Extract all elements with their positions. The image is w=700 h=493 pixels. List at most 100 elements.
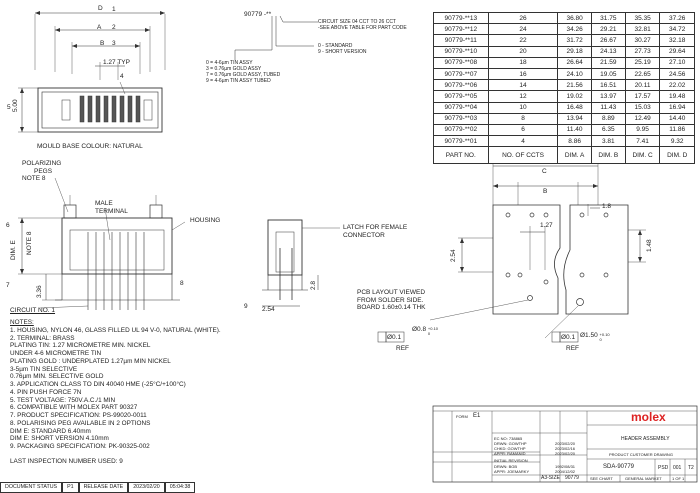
release-date-value: 2023/02/20 xyxy=(128,482,165,493)
note-line: LAST INSPECTION NUMBER USED: 9 xyxy=(10,457,123,465)
table-cell: 90779-**01 xyxy=(433,135,489,148)
dim-d-label: D xyxy=(98,5,103,12)
drawn-by: DRWN: GOWTHP xyxy=(494,441,527,446)
status-label: DOCUMENT STATUS xyxy=(0,482,63,493)
table-cell: 3.81 xyxy=(590,135,626,148)
pcb-caption: PCB LAYOUT VIEWED FROM SOLDER SIDE. BOAR… xyxy=(357,289,426,311)
table-header-cell: DIM. B xyxy=(590,146,626,165)
release-date-label: RELEASE DATE xyxy=(78,482,129,493)
callout-8: 8 xyxy=(180,280,184,287)
polarizing-label: POLARIZING PEGS NOTE 8 xyxy=(22,160,62,182)
note-line: PLATING TIN: 1.27 MICROMETRE MIN. NICKEL xyxy=(10,342,151,350)
size-label: A3-SIZE xyxy=(541,475,560,481)
table-cell: 6 xyxy=(487,123,559,137)
pcb-dim-c: C xyxy=(542,168,547,175)
approved-by-2: APPR: JOEMARKY xyxy=(494,469,530,474)
doc-type: PSD xyxy=(658,465,669,471)
callout-4: 4 xyxy=(120,73,124,80)
version-note: 0 - STANDARD 9 - SHORT VERSION xyxy=(318,43,367,55)
checked-by: CHKD: GOWTHP xyxy=(494,446,526,451)
callout-9: 9 xyxy=(244,303,248,310)
circuit-size-note: CIRCUIT SIZE 04 CCT TO 26 CCT -SEE ABOVE… xyxy=(318,19,407,31)
table-cell: 11.40 xyxy=(557,123,592,137)
sheet-of: 1 OF 1 xyxy=(672,476,685,481)
note-line: 8. POLARISING PEG AVAILABLE IN 2 OPTIONS xyxy=(10,419,151,427)
pcb-dim-b: B xyxy=(543,188,548,195)
callout-2: 2 xyxy=(112,24,116,31)
part-code: 90779 -** xyxy=(244,11,272,18)
callout-6: 6 xyxy=(6,222,10,229)
notes-title: NOTES: xyxy=(10,319,34,326)
callout-1: 1 xyxy=(112,6,116,13)
table-cell: 4 xyxy=(487,135,559,148)
date-1: 2023/02/20 xyxy=(555,441,576,446)
tol-frame-1: Ø0.1 xyxy=(387,334,402,341)
table-header-cell: DIM. D xyxy=(659,146,695,165)
male-terminal-label: MALE TERMINAL xyxy=(95,200,128,215)
note-line: 2. TERMINAL: BRASS xyxy=(10,334,75,342)
callout-5: 5 xyxy=(7,104,11,111)
drawn-by-2: DRWN: BGB xyxy=(494,464,518,469)
footer-status-bar: DOCUMENT STATUS P1 RELEASE DATE 2023/02/… xyxy=(0,482,196,493)
ec-no: EC NO: 738865 xyxy=(494,436,523,441)
pcb-dim-18: 1.8 xyxy=(602,203,612,210)
table-cell: 9.32 xyxy=(659,135,695,148)
dim-a-label: A xyxy=(97,24,102,31)
tol-frame-2: Ø0.1 xyxy=(561,334,576,341)
note-line: 5. TEST VOLTAGE: 750V.A.C./1 MIN xyxy=(10,396,116,404)
header-assembly: HEADER ASSEMBLY xyxy=(621,436,670,442)
note-line: PLATING GOLD : UNDERPLATED 1.27µm MIN NI… xyxy=(10,357,171,365)
status-value: P1 xyxy=(62,482,79,493)
format-label: FORM xyxy=(456,414,468,419)
table-cell: 29.21 xyxy=(590,23,626,36)
revision: T2 xyxy=(688,465,694,471)
note-line: 3. APPLICATION CLASS TO DIN 40040 HME (-… xyxy=(10,381,186,388)
note-line: 3-5µm TIN SELECTIVE xyxy=(10,365,78,373)
pcb-dim-127: 1.27 xyxy=(540,222,553,229)
note-line: UNDER 4-6 MICROMETRE TIN xyxy=(10,350,102,357)
callout-3: 3 xyxy=(112,40,116,47)
series-label: 90779 xyxy=(565,475,579,481)
dim-b-label: B xyxy=(100,40,105,47)
ref-label-1: REF xyxy=(396,345,409,352)
sheet-number: 001 xyxy=(673,465,682,471)
plating-note: 0 = 4-6µm TIN ASSY 3 = 0.76µm GOLD ASSY … xyxy=(206,60,281,84)
release-time-value: 05:04:38 xyxy=(164,482,196,493)
molex-logo: molex xyxy=(631,410,666,424)
doc-number: SDA-90779 xyxy=(603,464,635,470)
note-line: 1. HOUSING, NYLON 46, GLASS FILLED UL 94… xyxy=(10,326,221,334)
callout-7: 7 xyxy=(6,282,10,289)
note-line: 4. PIN PUSH FORCE 7N xyxy=(10,388,82,396)
table-cell: 11.86 xyxy=(659,123,695,137)
circuit-no-1-label: CIRCUIT NO. 1 xyxy=(10,307,56,314)
market-label: GENERAL MARKET xyxy=(625,476,662,481)
table-cell: 8.86 xyxy=(557,135,592,148)
table-cell: 6.35 xyxy=(590,123,626,137)
ref-label-2: REF xyxy=(566,345,579,352)
date-3: 2023/02/20 xyxy=(555,451,576,456)
pitch-label: 1.27 TYP xyxy=(103,59,130,66)
date-4: 1992/08/31 xyxy=(555,464,576,469)
see-chart: SEE CHART xyxy=(590,476,613,481)
note-line: 7. PRODUCT SPECIFICATION: PS-99020-0011 xyxy=(10,412,147,419)
latch-label: LATCH FOR FEMALE CONNECTOR xyxy=(343,224,408,239)
note-line: 6. COMPATIBLE WITH MOLEX PART 90327 xyxy=(10,404,138,412)
table-header-cell: DIM. A xyxy=(557,146,592,165)
note-line: 9. PACKAGING SPECIFICATION: PK-90325-002 xyxy=(10,443,150,450)
notes-block: NOTES: 1. HOUSING, NYLON 46, GLASS FILLE… xyxy=(10,319,270,466)
